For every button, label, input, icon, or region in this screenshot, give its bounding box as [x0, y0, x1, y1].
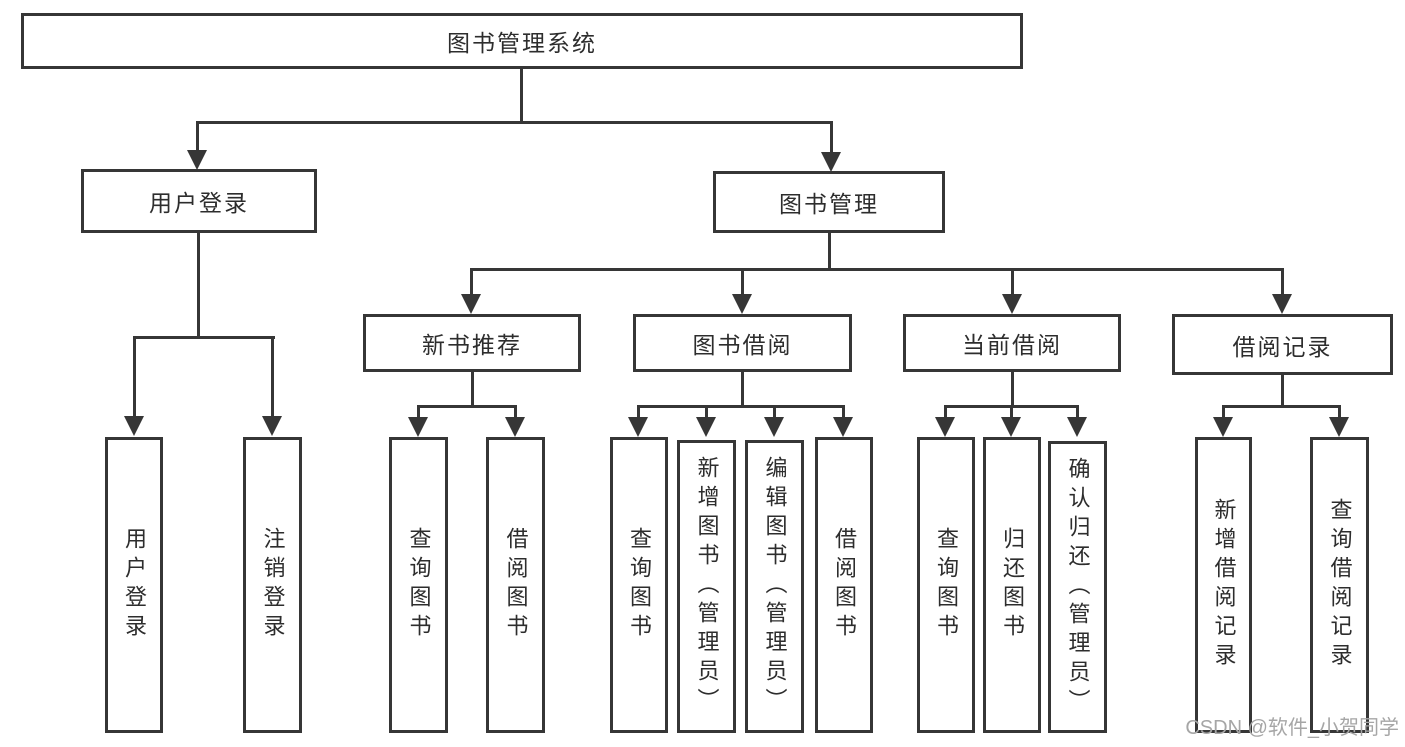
node-new-book-recommend: 新书推荐 [363, 314, 581, 372]
arrow-down-icon [1001, 417, 1021, 437]
node-label: 编辑图书（管理员） [762, 456, 788, 717]
connector-bb-vertical [741, 372, 744, 405]
node-label: 注销登录 [260, 527, 286, 643]
arrow-down-icon [833, 417, 853, 437]
arrow-down-icon [935, 417, 955, 437]
connector-stem [1076, 405, 1079, 419]
connector-root-horizontal [197, 121, 833, 124]
connector-bookmgmt-vertical [828, 233, 831, 268]
node-label: 用户登录 [149, 190, 249, 216]
node-label: 借阅图书 [503, 527, 529, 643]
connector-stem [1338, 405, 1341, 419]
connector-stem [830, 121, 833, 154]
node-label: 查询图书 [406, 527, 432, 643]
node-user-login: 用户登录 [81, 169, 317, 233]
node-current-borrowing: 当前借阅 [903, 314, 1121, 372]
connector-userlogin-horizontal [133, 336, 275, 339]
node-logout-login: 注销登录 [243, 437, 302, 733]
node-label: 确认归还（管理员） [1065, 456, 1091, 718]
arrow-down-icon [1002, 294, 1022, 314]
node-bb-edit-books-admin: 编辑图书（管理员） [745, 440, 804, 733]
node-label: 查询借阅记录 [1327, 498, 1353, 672]
node-nbr-borrow-books: 借阅图书 [486, 437, 545, 733]
arrow-down-icon [1272, 294, 1292, 314]
node-label: 图书管理 [779, 191, 879, 217]
node-cb-query-books: 查询图书 [917, 437, 975, 733]
node-book-management: 图书管理 [713, 171, 945, 233]
node-cb-confirm-return-admin: 确认归还（管理员） [1048, 441, 1107, 733]
connector-stem [705, 405, 708, 419]
connector-stem [637, 405, 640, 419]
node-label: 新增图书（管理员） [694, 456, 720, 717]
arrow-down-icon [1213, 417, 1233, 437]
arrow-down-icon [262, 416, 282, 436]
arrow-down-icon [1329, 417, 1349, 437]
connector-nbr-vertical [471, 372, 474, 405]
arrow-down-icon [821, 152, 841, 172]
node-cb-return-books: 归还图书 [983, 437, 1041, 733]
connector-stem [1011, 268, 1014, 296]
node-label: 图书管理系统 [447, 30, 597, 56]
arrow-down-icon [764, 417, 784, 437]
arrow-down-icon [696, 417, 716, 437]
connector-stem [773, 405, 776, 419]
node-bb-borrow-books: 借阅图书 [815, 437, 873, 733]
connector-stem [417, 405, 420, 419]
arrow-down-icon [628, 417, 648, 437]
connector-userlogin-vertical [197, 233, 200, 336]
arrow-down-icon [1067, 417, 1087, 437]
node-borrowing-records: 借阅记录 [1172, 314, 1393, 375]
node-label: 查询图书 [934, 527, 959, 643]
arrow-down-icon [732, 294, 752, 314]
node-label: 图书借阅 [692, 332, 793, 358]
connector-stem [842, 405, 845, 419]
node-label: 查询图书 [627, 527, 652, 643]
node-br-add-borrow-record: 新增借阅记录 [1195, 437, 1252, 733]
connector-br-horizontal [1222, 405, 1340, 408]
arrow-down-icon [408, 417, 428, 437]
node-label: 当前借阅 [962, 332, 1062, 358]
connector-stem [1222, 405, 1225, 419]
connector-nbr-horizontal [417, 405, 517, 408]
node-user-login-leaf: 用户登录 [105, 437, 163, 733]
connector-bookmgmt-horizontal [471, 268, 1283, 271]
arrow-down-icon [187, 150, 207, 170]
node-nbr-query-books: 查询图书 [389, 437, 448, 733]
node-br-query-borrow-record: 查询借阅记录 [1310, 437, 1369, 733]
connector-stem [1010, 405, 1013, 419]
node-label: 用户登录 [122, 527, 147, 643]
node-label: 借阅图书 [832, 527, 857, 643]
node-label: 新书推荐 [422, 332, 522, 358]
watermark: CSDN @软件_小贺同学 [1185, 717, 1399, 739]
connector-root-vertical [520, 69, 523, 123]
node-label: 归还图书 [1000, 527, 1025, 643]
node-root: 图书管理系统 [21, 13, 1023, 69]
connector-stem [470, 268, 473, 296]
connector-stem [271, 336, 274, 418]
node-bb-add-books-admin: 新增图书（管理员） [677, 440, 736, 733]
connector-bb-horizontal [637, 405, 845, 408]
connector-br-vertical [1281, 372, 1284, 405]
connector-stem [1281, 268, 1284, 296]
node-bb-query-books: 查询图书 [610, 437, 668, 733]
node-label: 新增借阅记录 [1211, 498, 1237, 672]
connector-stem [514, 405, 517, 419]
arrow-down-icon [505, 417, 525, 437]
connector-cb-vertical [1011, 372, 1014, 405]
connector-stem [944, 405, 947, 419]
arrow-down-icon [461, 294, 481, 314]
node-label: 借阅记录 [1232, 333, 1333, 360]
connector-stem [196, 121, 199, 153]
connector-stem [133, 336, 136, 418]
connector-stem [741, 268, 744, 296]
node-book-borrowing: 图书借阅 [633, 314, 852, 372]
arrow-down-icon [124, 416, 144, 436]
